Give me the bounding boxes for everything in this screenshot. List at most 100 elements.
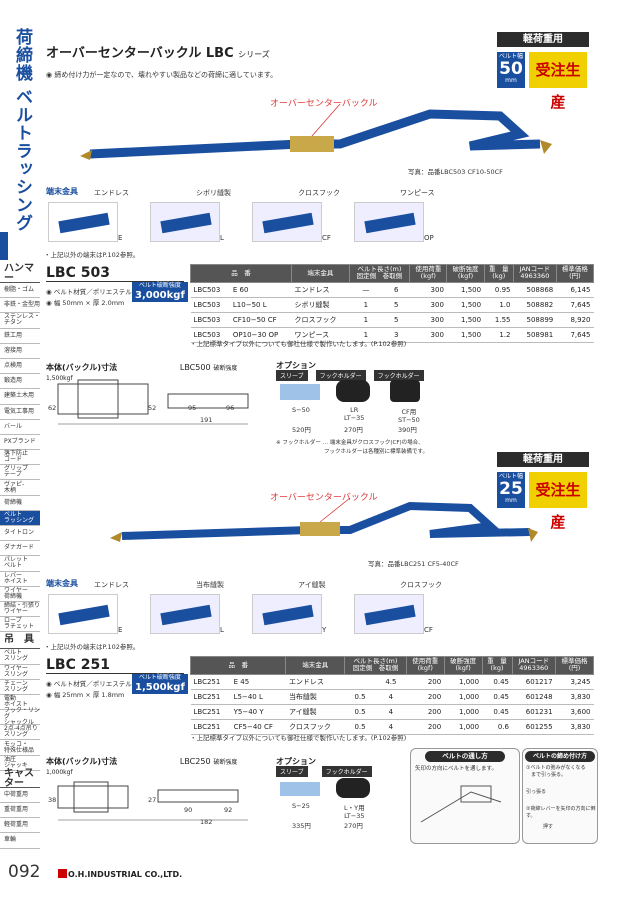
table-cell: 4 <box>375 689 407 705</box>
table-cell: 1,500 <box>446 327 485 343</box>
table-cell: エンドレス <box>291 282 350 298</box>
nav-item[interactable]: ワイヤー スリング <box>0 665 40 680</box>
dim-2c: 90 <box>184 806 193 814</box>
spec-table-1: 品 番端末金具ベルト長さ(m) 固定側 巻取側使用荷重 (kgf)破断強度 (k… <box>189 264 595 343</box>
table-header: 重 量 (kg) <box>483 264 514 283</box>
nav-item[interactable]: 鍛造用 <box>0 374 40 390</box>
nav-item[interactable]: ハンマー <box>0 264 40 284</box>
nav-item[interactable]: ダナガード <box>0 541 40 557</box>
nav-item[interactable]: 2点-4点吊り スリング <box>0 725 40 741</box>
end-fitting-image <box>150 202 220 242</box>
table-cell: 7,645 <box>556 327 594 343</box>
option-price: 270円 <box>344 426 363 434</box>
nav-item[interactable]: 電動 ホイスト <box>0 695 40 711</box>
callout-2: オーバーセンターバックル <box>270 493 378 503</box>
nav-item[interactable]: 吊 具 <box>0 632 40 650</box>
table-cell: 0.45 <box>482 674 512 690</box>
nav-item[interactable]: 建築土木用 <box>0 389 40 405</box>
nav-item[interactable]: 鉄工用 <box>0 329 40 344</box>
table-note-1: ・上記標準タイプ以外についても御社仕様で製作いたします。(P.102参照) <box>190 340 407 348</box>
table-cell: 200 <box>406 689 445 705</box>
table-cell: 0.95 <box>484 282 514 298</box>
nav-item[interactable]: 油圧 ジャッキ <box>0 756 40 771</box>
dim-1a: 62 <box>48 404 57 412</box>
table-cell: 3,600 <box>555 704 594 720</box>
nav-item[interactable]: 非鉄・金型用 <box>0 298 40 314</box>
nav-item[interactable]: キャスター <box>0 768 40 788</box>
nav-item[interactable]: 落下防止 コード <box>0 450 40 466</box>
table-header: JANコード 4963360 <box>511 656 557 675</box>
ends-note-1: ・上記以外の端末はP.102参照。 <box>44 251 140 259</box>
table-cell: L10−50 L <box>229 297 292 313</box>
opt-sleeve-1 <box>280 384 320 400</box>
option-code: CF用 ST−50 <box>398 408 420 424</box>
dim-1e: 191 <box>200 416 213 424</box>
opt-holder-2 <box>390 380 420 402</box>
size-2: ◉ 幅 25mm × 厚 1.8mm <box>46 691 125 699</box>
nav-item[interactable]: 重荷重用 <box>0 803 40 819</box>
table-cell: 3 <box>382 327 410 343</box>
table-cell: 200 <box>406 674 445 690</box>
option-price: 520円 <box>292 426 311 434</box>
table-cell: 1,500 <box>446 312 485 328</box>
nav-item[interactable]: グリップ テープ <box>0 465 40 481</box>
table-cell: LBC251 <box>190 719 231 735</box>
table-cell: 1 <box>349 297 383 313</box>
end-fitting-code: OP <box>424 234 434 242</box>
table-cell: ワンピース <box>291 327 350 343</box>
end-fitting-code: CF <box>322 234 331 242</box>
nav-item[interactable]: ヴァピ- 木柄 <box>0 480 40 496</box>
nav-item[interactable]: パレット ベルト <box>0 556 40 572</box>
load-badge: 軽荷重用 <box>497 32 589 47</box>
table-cell: 300 <box>409 282 447 298</box>
table-cell: 3,830 <box>555 719 594 735</box>
nav-item[interactable]: モッコ・ 特殊仕様品 <box>0 740 40 756</box>
nav-item[interactable]: ロープ ラチェット <box>0 617 40 633</box>
table-header: 使用荷重 (kgf) <box>409 264 448 283</box>
nav-item[interactable]: フック・リング シャックル <box>0 708 40 726</box>
table-cell: LBC503 <box>190 327 230 343</box>
nav-item[interactable]: 樹脂・ゴム <box>0 283 40 299</box>
nav-item[interactable]: レバー ホイスト <box>0 572 40 587</box>
buckle-drawing-2 <box>57 781 248 821</box>
nav-item[interactable]: 電気工事用 <box>0 405 40 420</box>
nav-item[interactable]: ステンレス・ チタン <box>0 313 40 329</box>
table-cell: クロスフック <box>285 719 345 735</box>
nav-item[interactable]: PXブランド <box>0 435 40 451</box>
model-title-2: LBC 251 <box>46 654 184 674</box>
end-fitting-image <box>48 594 118 634</box>
nav-item[interactable]: ワイヤー 荷締機 <box>0 587 40 602</box>
table-cell: CF5−40 CF <box>230 719 286 735</box>
buckle-title-1: 本体(バックル)寸法 LBC500 破断強度 1,500kgf <box>46 363 238 382</box>
side-title-1: 荷締機 <box>12 28 32 82</box>
nav-item[interactable]: 荷締機 <box>0 496 40 511</box>
end-fitting-code: L <box>220 626 224 634</box>
table-cell: 1 <box>349 327 383 343</box>
nav-item[interactable]: 車輪 <box>0 833 40 849</box>
nav-item[interactable]: ベルト ラッシング <box>0 510 40 526</box>
diagram-threading: ベルトの通し方 矢印の方向にベルトを通します。 <box>410 748 520 844</box>
nav-item[interactable]: チェーン スリング <box>0 680 40 695</box>
table-cell: 7,645 <box>556 297 594 313</box>
nav-item[interactable]: タイトロン <box>0 526 40 542</box>
table-cell: 0.45 <box>482 689 512 705</box>
table-cell: 601231 <box>512 704 556 720</box>
nav-item[interactable]: ベルト スリング <box>0 649 40 665</box>
buckle-drawing-1 <box>57 379 249 425</box>
table-header: 端末金具 <box>285 656 346 675</box>
nav-item[interactable]: 中荷重用 <box>0 788 40 803</box>
nav-item[interactable]: 締結・引張り ワイヤー <box>0 602 40 618</box>
nav-item[interactable]: 溶接用 <box>0 344 40 359</box>
table-cell: 8,920 <box>556 312 594 328</box>
nav-item[interactable]: バール <box>0 420 40 435</box>
opt-title-2: オプション <box>276 757 316 766</box>
nav-item[interactable]: 点検用 <box>0 359 40 375</box>
end-fitting-image <box>150 594 220 634</box>
nav-item[interactable]: 軽荷重用 <box>0 818 40 834</box>
end-fitting-name: ワンピース <box>400 189 435 197</box>
